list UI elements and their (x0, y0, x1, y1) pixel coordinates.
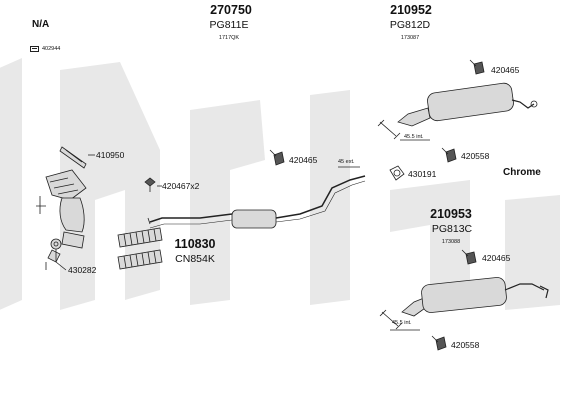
mount-top (469, 59, 485, 75)
ring-clamp (389, 165, 405, 181)
centre-pipe (147, 175, 366, 229)
fitting-420558-bottom: 420558 (451, 340, 480, 350)
fitting-420465-top: 420465 (491, 65, 520, 75)
flex-pipes (117, 227, 163, 270)
part-number-110830: 110830 (174, 237, 216, 251)
fitting-420558-top: 420558 (461, 151, 490, 161)
part-number-270750: 270750 (210, 3, 252, 17)
part-ref-pg813c: PG813C (431, 223, 473, 235)
dim-int-top: 45.5 int. (404, 134, 424, 140)
part-ref-cn854k: CN854K (175, 253, 215, 265)
fitting-430282: 430282 (68, 265, 97, 275)
fitting-420465-bottom: 420465 (482, 253, 511, 263)
stock-code: 402944 (42, 46, 61, 52)
part-ref-pg811e: PG811E (209, 19, 249, 31)
mount-top-lower (441, 147, 457, 163)
fitting-430191: 430191 (408, 169, 437, 179)
part-ref-pg812d: PG812D (389, 19, 431, 31)
rear-silencer-top (377, 82, 538, 141)
manifold-catalyst (36, 169, 87, 270)
part-sub-173088: 173088 (441, 239, 461, 245)
fitting-410950: 410950 (96, 150, 125, 160)
mount-bottom (461, 249, 477, 265)
part-sub-1717qk: 1717QK (218, 35, 240, 41)
bolt-420467 (144, 177, 162, 192)
rear-silencer-bottom (379, 277, 549, 331)
fitting-420465-mid: 420465 (289, 155, 318, 165)
clamp-430282 (50, 238, 67, 271)
finish-label: Chrome (503, 167, 541, 178)
gasket-410950 (59, 146, 87, 169)
dim-int-bottom: 45.5 int. (392, 320, 412, 326)
na-label: N/A (32, 19, 50, 30)
dim-ext: 45 ext. (338, 159, 355, 165)
mount-bottom-lower (431, 335, 447, 351)
box-icon (30, 46, 39, 52)
fitting-420467: 420467x2 (162, 181, 200, 191)
part-number-210953: 210953 (430, 207, 472, 221)
part-sub-173087: 173087 (400, 35, 420, 41)
mount-mid (269, 149, 285, 166)
part-number-210952: 210952 (390, 3, 432, 17)
